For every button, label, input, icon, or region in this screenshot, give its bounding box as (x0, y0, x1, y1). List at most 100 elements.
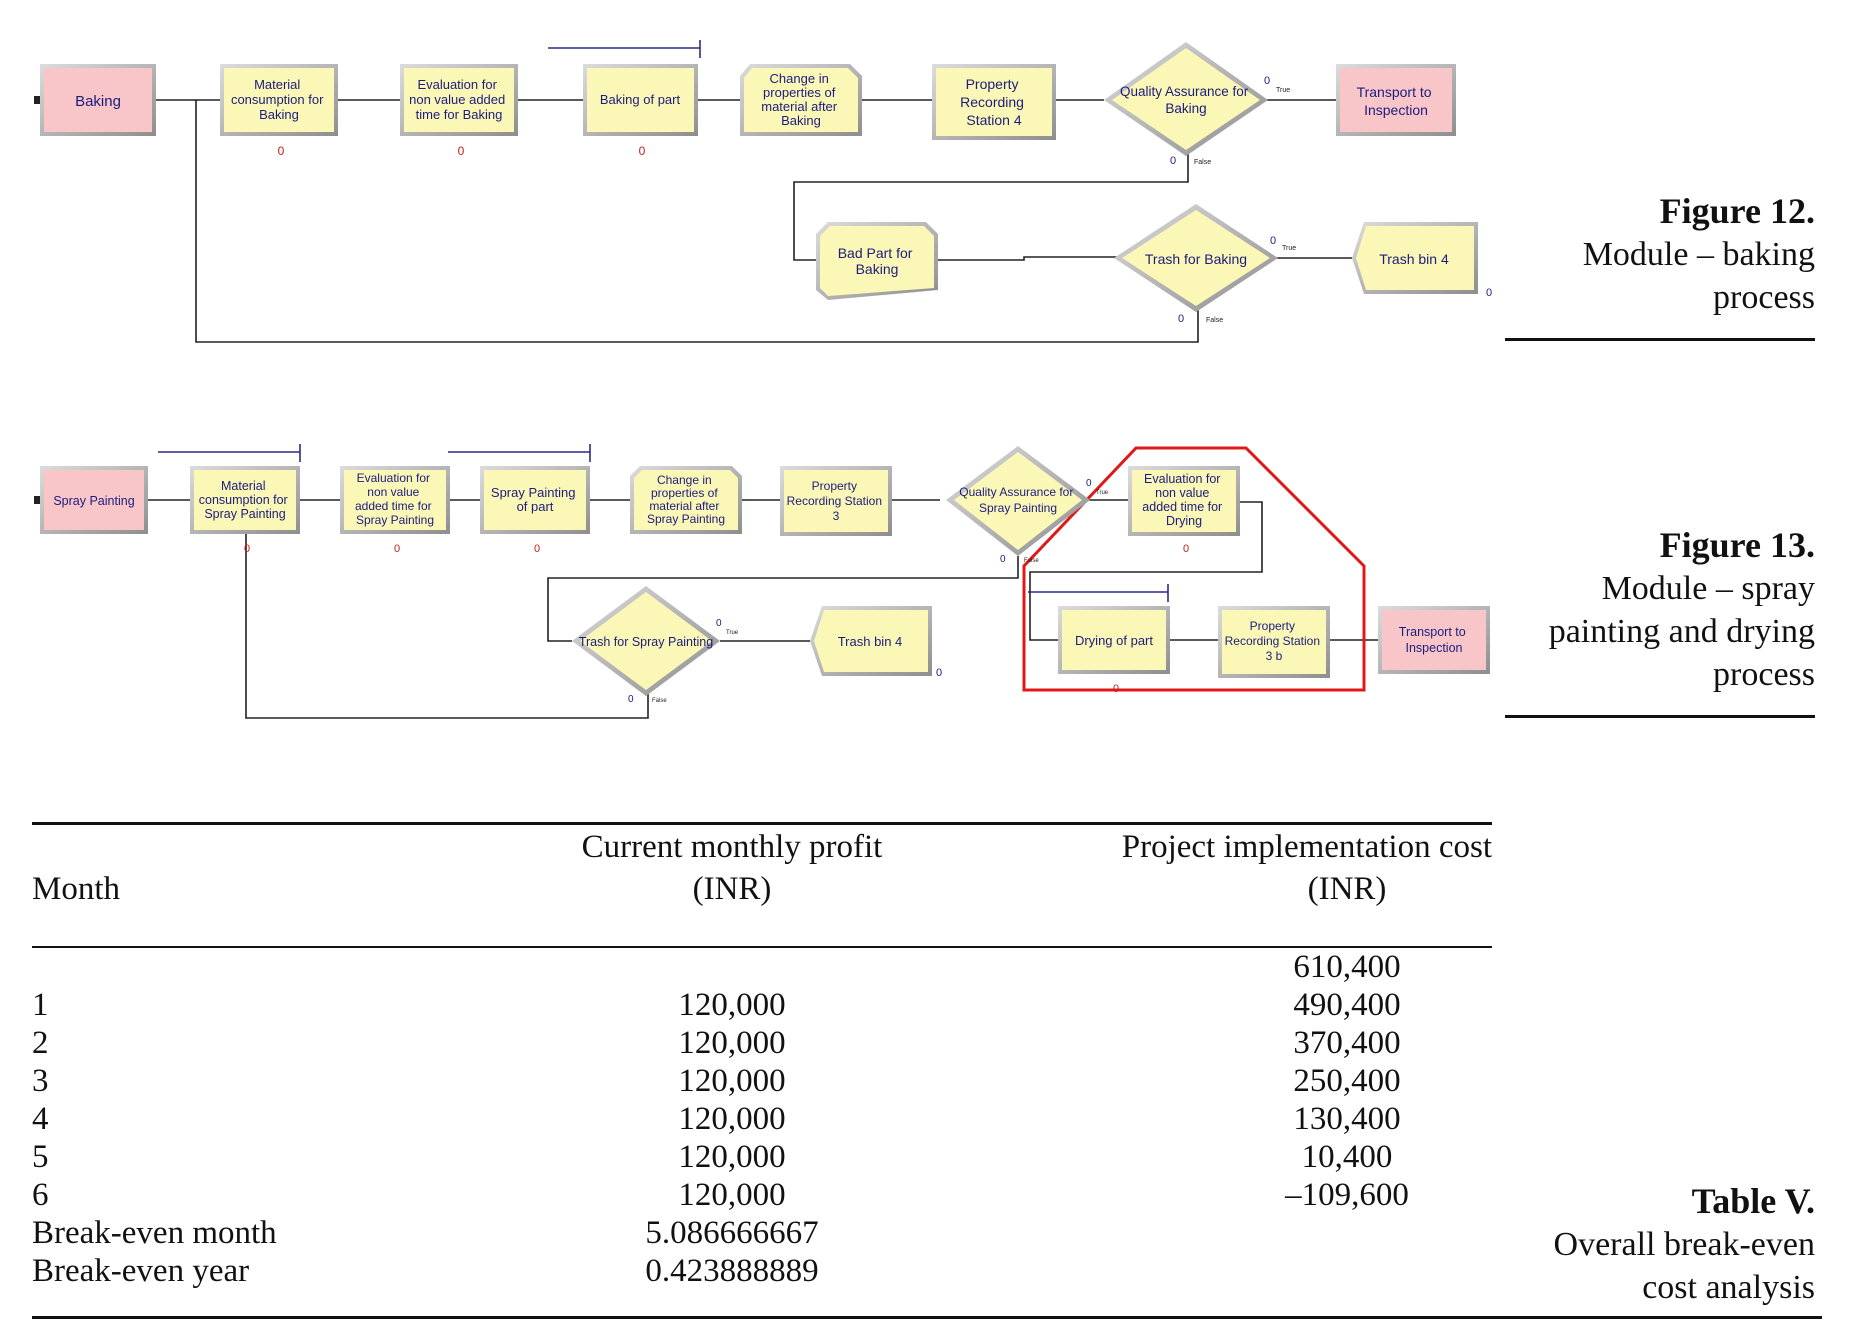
table-row: 4 120,000 130,400 (32, 1100, 1492, 1138)
fig13-change-line2: properties of (651, 486, 718, 500)
fig13-property-3b-line1: Property (1250, 619, 1295, 633)
svg-text:Material consumption for: Material consumption for Spray Painting (199, 479, 291, 521)
fig13-qa-line2: Spray Painting (979, 501, 1057, 515)
cell-cost: 370,400 (1293, 1025, 1401, 1061)
fig13-property-line1: Property (812, 479, 857, 493)
cell-profit: 120,000 (678, 987, 786, 1023)
fig12-eval-line1: Evaluation for (417, 77, 497, 92)
fig13-eval-line4: Spray Painting (356, 513, 434, 527)
cell-cost: 10,400 (1301, 1139, 1393, 1175)
fig13-module-evaluation: Evaluation for non value added time for … (340, 466, 450, 555)
fig13-trash-true-label: True (726, 630, 739, 636)
fig12-material-line1: Material (254, 77, 300, 92)
svg-text:Bad Part for Baking: Bad Part for Baking (838, 245, 917, 277)
cell-cost: 250,400 (1293, 1063, 1401, 1099)
fig13-material-line3: Spray Painting (204, 507, 285, 521)
fig12-change-line3: material after (761, 99, 838, 114)
fig12-module-change: Change in properties of material after B… (740, 64, 862, 136)
table-header-rule (32, 946, 1492, 948)
table-row: 2 120,000 370,400 (32, 1024, 1492, 1062)
fig13-eval-line1: Evaluation for (357, 471, 430, 485)
cell-profit: 120,000 (678, 1139, 786, 1175)
fig13-drying-label: Drying of part (1075, 633, 1153, 648)
fig13-eval-drying-line1: Evaluation for (1144, 472, 1220, 486)
fig12-eval-counter: 0 (458, 144, 465, 158)
fig13-drying-counter: 0 (1113, 683, 1119, 695)
fig12-module-property: Property Recording Station 4 (932, 64, 1056, 140)
figure13-caption: Figure 13. Module – spray painting and d… (1549, 524, 1815, 696)
fig12-property-line3: Station 4 (966, 112, 1021, 128)
fig12-module-trash-bin: Trash bin 4 0 (1352, 222, 1492, 299)
figure12-number: Figure 12. (1659, 191, 1815, 231)
cell-month: 2 (32, 1025, 49, 1061)
fig12-bad-part-line1: Bad Part for (838, 245, 913, 261)
table5-number: Table V. (1691, 1181, 1815, 1221)
fig13-trash-false-label: False (652, 698, 667, 704)
fig13-change-line1: Change in (657, 473, 712, 487)
fig12-transport-line2: Inspection (1364, 102, 1428, 118)
fig12-module-evaluation: Evaluation for non value added time for … (400, 64, 518, 158)
svg-text:Change in properties of: Change in properties of material after B… (761, 71, 841, 128)
fig13-property-line3: 3 (833, 509, 840, 523)
fig13-module-spray-part: Spray Painting of part 0 (480, 466, 590, 555)
fig12-change-line4: Baking (781, 113, 821, 128)
fig12-module-baking-part: Baking of part 0 (583, 64, 698, 158)
figure12-caption-rule (1505, 338, 1815, 341)
fig13-trash-bin-label: Trash bin 4 (838, 634, 903, 649)
figure13-title-line3: process (1713, 656, 1815, 693)
table-row: 5 120,000 10,400 (32, 1138, 1492, 1176)
svg-text:Evaluation for non value: Evaluation for non value added time for … (409, 77, 509, 122)
cell-month: 1 (32, 987, 49, 1023)
cell-profit: 120,000 (678, 1101, 786, 1137)
fig12-baking-part-label: Baking of part (600, 92, 681, 107)
fig13-material-line1: Material (221, 479, 265, 493)
fig12-connectors (156, 40, 1352, 343)
table5-caption: Table V. Overall break-even cost analysi… (1554, 1180, 1815, 1309)
fig13-qa-true-count: 0 (1086, 478, 1092, 489)
svg-text:Change in properties of: Change in properties of material after S… (647, 473, 725, 526)
flowchart-figures: Baking Material consumption for Baking 0… (34, 40, 1492, 719)
figure13-number: Figure 13. (1659, 525, 1815, 565)
svg-text:Evaluation for non value: Evaluation for non value added time for … (1142, 472, 1225, 528)
fig12-material-line2: consumption for (231, 92, 324, 107)
fig13-trash-true-count: 0 (716, 618, 722, 629)
table-row: 3 120,000 250,400 (32, 1062, 1492, 1100)
fig13-module-spray: Spray Painting (34, 466, 148, 534)
cell-cost (952, 1214, 1492, 1252)
fig12-qa-line2: Baking (1165, 101, 1206, 116)
fig13-spray-part-counter: 0 (534, 543, 540, 555)
cell-profit: 5.086666667 (645, 1215, 819, 1251)
fig12-baking-label: Baking (75, 93, 121, 110)
fig12-qa-line1: Quality Assurance for (1120, 84, 1249, 99)
fig13-material-line2: consumption for (199, 493, 288, 507)
svg-text:Spray Painting of part: Spray Painting of part (491, 485, 579, 514)
fig13-trash-label: Trash for Spray Painting (579, 635, 713, 649)
fig12-baking-part-counter: 0 (639, 144, 646, 158)
svg-text:Transport to Inspection: Transport to Inspection (1357, 84, 1436, 118)
fig13-module-change: Change in properties of material after S… (630, 466, 742, 534)
header-cost-line2: (INR) (1307, 871, 1387, 907)
table-top-rule (32, 822, 1492, 825)
table5-title-line1: Overall break-even (1553, 1226, 1815, 1263)
fig13-transport-line2: Inspection (1406, 641, 1463, 655)
fig13-spray-part-line1: Spray Painting (491, 485, 576, 500)
fig12-module-material: Material consumption for Baking 0 (220, 64, 338, 158)
fig12-trash-bin-counter: 0 (1486, 287, 1492, 299)
fig13-eval-line3: added time for (355, 499, 432, 513)
svg-text:Material consumption for: Material consumption for Baking (231, 77, 327, 122)
table-bottom-rule (32, 1316, 1822, 1319)
fig12-change-line1: Change in (770, 71, 829, 86)
fig12-trash-true-label: True (1282, 245, 1296, 252)
fig12-property-line1: Property (966, 76, 1019, 92)
fig12-change-line2: properties of (763, 85, 836, 100)
cell-profit: 120,000 (678, 1063, 786, 1099)
fig13-eval-line2: non value (367, 485, 419, 499)
fig13-property-line2: Recording Station (787, 494, 882, 508)
fig13-eval-drying-line3: added time for (1142, 500, 1222, 514)
fig13-eval-drying-line2: non value (1155, 486, 1209, 500)
fig13-connectors (148, 444, 1378, 719)
header-profit-line1: Current monthly profit (581, 829, 883, 865)
fig13-spray-label: Spray Painting (53, 494, 134, 508)
fig12-eval-line3: time for Baking (416, 107, 503, 122)
highlight-region (1022, 446, 1366, 692)
